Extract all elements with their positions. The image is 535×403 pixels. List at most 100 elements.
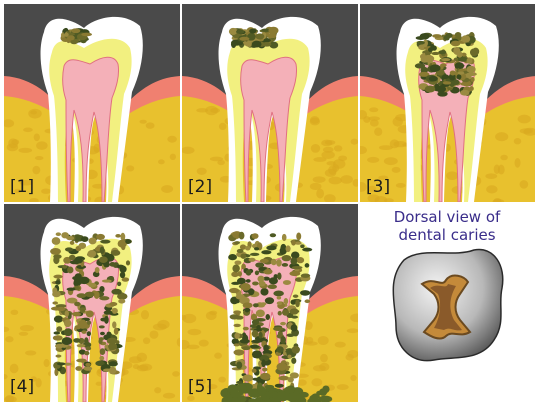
decay-spot [249,258,256,262]
bone-spot [500,155,507,161]
decay-spot [253,378,259,381]
decay-spot [276,259,282,266]
decay-spot [443,81,451,84]
bone-spot [20,325,34,331]
decay-spot [111,289,121,295]
decay-spot [79,307,86,310]
bone-spot [137,353,148,362]
decay-spot [430,44,434,50]
decay-spot [108,361,118,366]
decay-spot [125,239,131,244]
decay-spot [251,340,261,343]
decay-spot [291,358,296,364]
bone-spot [139,120,146,124]
decay-spot [74,302,80,306]
decay-spot [277,301,282,305]
decay-spot [76,359,87,363]
decay-spot [52,287,57,294]
decay-spot [245,246,250,251]
bone-spot [161,185,173,193]
decay-spot [252,369,257,373]
decay-spot [53,335,63,340]
decay-spot [85,363,90,367]
bone-spot [32,166,40,174]
decay-spot [252,319,259,325]
decay-spot [284,298,289,305]
decay-spot [52,237,61,245]
decay-spot [268,27,278,34]
decay-spot [117,282,121,287]
decay-spot [65,310,69,317]
tooth-stage-4 [4,204,180,402]
bone-spot [328,177,341,185]
decay-spot [273,327,283,331]
decay-spot [260,373,270,380]
bone-spot [187,329,201,335]
decay-spot [234,349,245,355]
decay-spot [109,343,113,351]
decay-spot [300,290,310,296]
decay-spot [228,254,237,260]
decay-spot [117,265,125,269]
bone-spot [298,379,307,385]
decay-spot [273,291,284,297]
bone-spot [23,128,33,133]
bone-spot [5,336,13,342]
decay-spot [52,301,58,304]
abscess-spot [284,386,295,393]
decay-spot [64,328,73,336]
decay-spot [56,232,61,236]
decay-spot [115,234,121,238]
decay-spot [425,85,436,92]
decay-spot [50,248,61,255]
bone-spot [141,310,149,320]
bone-spot [218,377,226,383]
bone-spot [133,364,139,369]
stage-1-panel: [1] [4,4,180,202]
bone-spot [19,332,28,336]
bone-spot [319,363,329,371]
decay-spot [76,277,83,285]
bone-spot [143,337,150,344]
decay-spot [67,288,76,291]
decay-spot [239,37,249,41]
stage-5-label: [5] [188,379,212,396]
decay-spot [305,299,311,303]
bone-spot [153,323,167,330]
decay-spot [243,327,249,331]
decay-spot [255,33,264,39]
bone-spot [320,354,328,362]
decay-spot [62,265,67,269]
decay-spot [460,90,469,96]
decay-spot [84,337,88,345]
decay-spot [239,232,245,240]
decay-spot [266,245,276,250]
decay-spot [271,259,277,265]
decay-spot [260,288,268,296]
decay-spot [55,280,60,284]
bone-spot [325,169,336,177]
decay-spot [66,236,74,240]
decay-spot [55,354,61,357]
decay-spot [455,64,465,68]
decay-spot [99,356,104,361]
bone-spot [163,393,175,399]
decay-spot [69,255,76,260]
decay-spot [104,316,109,324]
decay-spot [126,260,130,265]
decay-spot [56,326,62,332]
decay-spot [275,384,284,388]
decay-spot [300,244,304,248]
decay-spot [53,275,62,279]
bone-spot [205,106,218,115]
decay-spot [233,310,241,314]
decay-spot [53,256,59,264]
bone-spot [374,127,382,136]
dorsal-tooth-view [382,240,512,370]
decay-spot [280,322,286,326]
decay-spot [94,291,100,299]
decay-spot [79,243,87,249]
decay-spot [65,247,73,251]
decay-spot [70,241,75,245]
bone-spot [18,148,32,153]
